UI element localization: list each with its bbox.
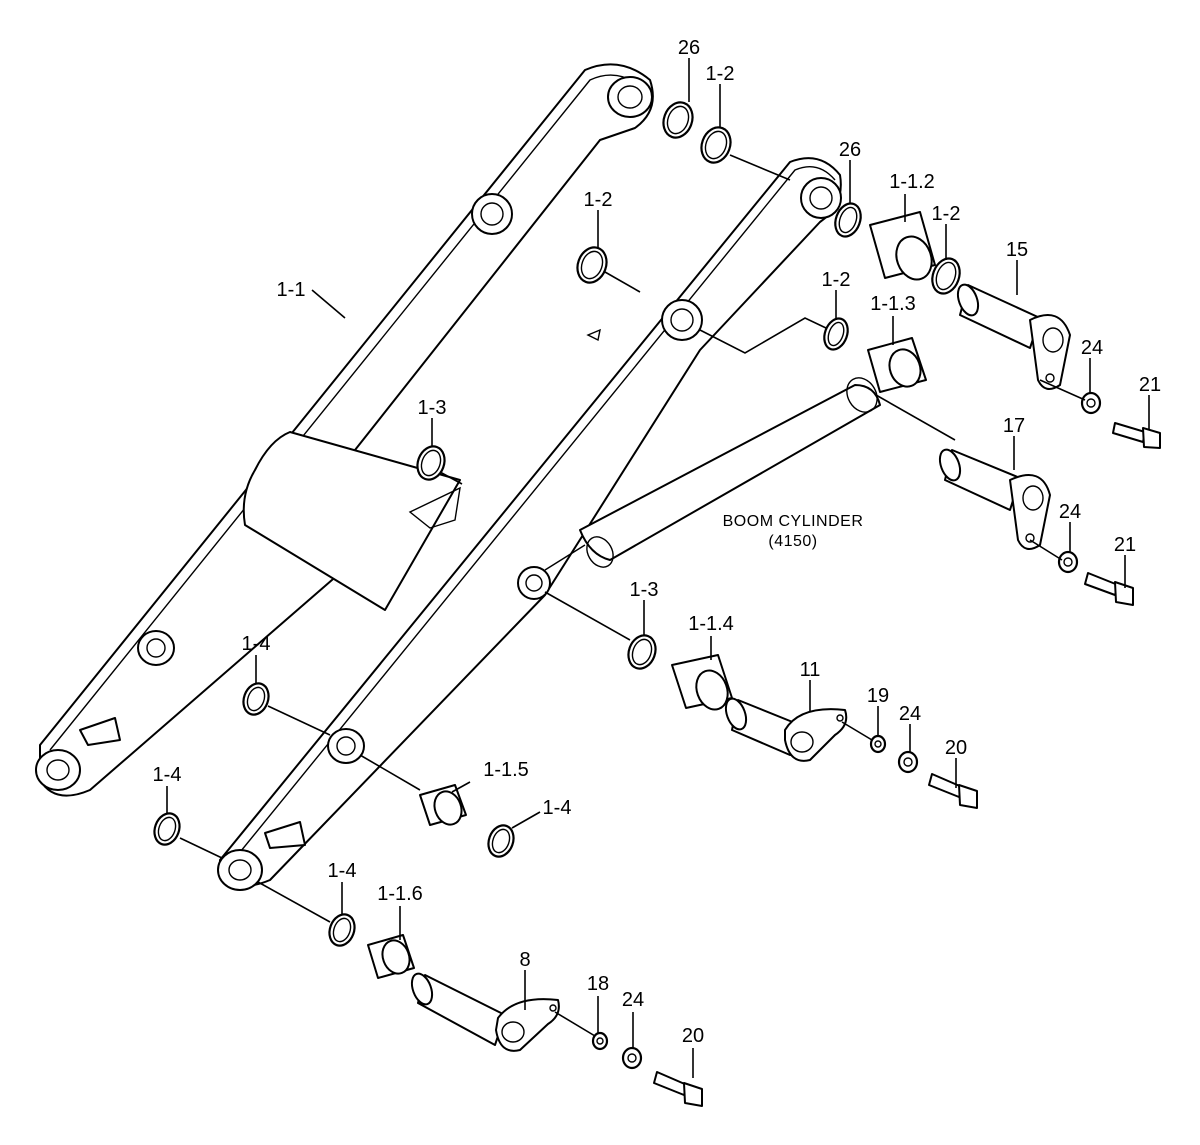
boom-cylinder	[544, 377, 881, 571]
callout-1-2: 1-2	[932, 203, 961, 225]
callout-19: 19	[867, 685, 889, 707]
callout-8: 8	[519, 949, 530, 971]
callout-1-4: 1-4	[153, 764, 182, 786]
boom-plate-front	[217, 157, 842, 891]
callout-15: 15	[1006, 239, 1028, 261]
washer-24-d	[621, 1046, 643, 1070]
ring-26-right	[834, 202, 862, 238]
ring-1-4-b	[153, 812, 181, 846]
callout-1-1-2: 1-1.2	[889, 171, 935, 193]
callout-24: 24	[1059, 501, 1081, 523]
callout-1-1-6: 1-1.6	[377, 883, 423, 905]
washer-24-c	[897, 750, 919, 774]
callout-17: 17	[1003, 415, 1025, 437]
pin-17	[938, 448, 1051, 550]
callout-1-4: 1-4	[543, 797, 572, 819]
callout-1-1-5: 1-1.5	[483, 759, 529, 781]
ring-1-2-right	[931, 257, 961, 295]
bushing-1-1-4	[671, 654, 733, 711]
callout-24: 24	[622, 989, 644, 1011]
ring-1-3-mid	[627, 634, 657, 670]
callout-1-3: 1-3	[630, 579, 659, 601]
callout-24: 24	[899, 703, 921, 725]
callout-26: 26	[839, 139, 861, 161]
bolt-21-b	[1084, 572, 1134, 606]
bolt-20-a	[928, 773, 978, 809]
callout-11: 11	[800, 659, 821, 681]
callout-1-1: 1-1	[277, 279, 306, 301]
ring-1-4-a	[242, 682, 270, 716]
bushing-1-1-3	[867, 337, 927, 393]
callout-1-1-4: 1-1.4	[688, 613, 734, 635]
ring-1-2-mid	[576, 246, 608, 284]
callout-leaders	[166, 58, 1150, 1078]
callout-20: 20	[945, 737, 967, 759]
boom-cross-tube	[242, 431, 461, 611]
callout-1-4: 1-4	[242, 633, 271, 655]
boom-plate-rear	[35, 63, 654, 797]
callout-1-2: 1-2	[822, 269, 851, 291]
callout-1-2: 1-2	[584, 189, 613, 211]
bolt-21-a	[1112, 422, 1161, 449]
bushing-1-1-6	[367, 934, 415, 979]
assembly-lines	[179, 154, 1086, 1037]
callout-18: 18	[587, 973, 609, 995]
washer-18	[591, 1031, 609, 1051]
bolt-20-b	[653, 1071, 703, 1107]
boom-cylinder-note: BOOM CYLINDER (4150)	[723, 513, 864, 550]
callout-labels: 1-1 26 1-2 1-2 26 1-1.2 1-2 15 1-2 1-1.3…	[153, 37, 1162, 1047]
boom-cylinder-note-title: BOOM CYLINDER	[723, 513, 864, 530]
callout-1-3: 1-3	[418, 397, 447, 419]
callout-1-4: 1-4	[328, 860, 357, 882]
callout-1-1-3: 1-1.3	[870, 293, 916, 315]
callout-21: 21	[1114, 534, 1136, 556]
bushing-1-1-2	[869, 211, 936, 281]
pin-8	[410, 972, 560, 1052]
ring-1-4-c	[487, 824, 515, 858]
ring-1-2-top	[700, 126, 732, 164]
washer-24-b	[1057, 550, 1079, 574]
callout-24: 24	[1081, 337, 1103, 359]
callout-26: 26	[678, 37, 700, 59]
ring-1-2-lower	[823, 317, 849, 351]
callout-1-2: 1-2	[706, 63, 735, 85]
ring-1-3-top	[416, 445, 446, 481]
bushing-1-1-5	[419, 784, 467, 826]
callout-21: 21	[1139, 374, 1161, 396]
callout-20: 20	[682, 1025, 704, 1047]
ring-26-top	[662, 101, 694, 139]
pin-15	[956, 283, 1071, 390]
washer-24-a	[1080, 391, 1102, 415]
pin-11	[724, 697, 848, 762]
boom-cylinder-note-code: (4150)	[768, 533, 817, 550]
ring-1-4-d	[328, 913, 356, 947]
washer-19	[869, 734, 887, 754]
